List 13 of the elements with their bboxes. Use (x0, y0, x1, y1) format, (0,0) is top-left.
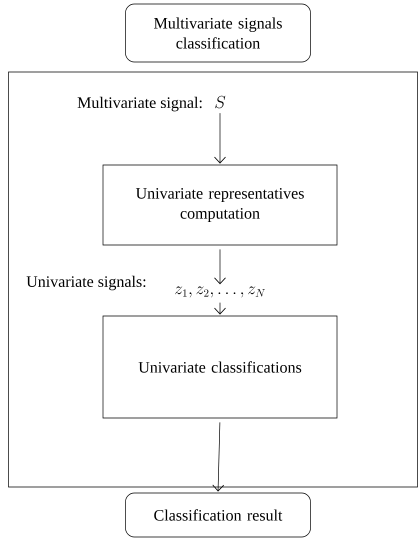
process-frame (8, 72, 418, 488)
arrow (214, 249, 226, 284)
process-box: Univariate representatives computation (102, 164, 338, 246)
result-box: Classification result (125, 492, 311, 538)
signal-list: $z_1, z_2, \ldots, z_N$ (175, 286, 265, 298)
signal-label: Multivariate signal: (78, 96, 202, 112)
arrow (214, 302, 226, 315)
signal-label: Univariate signals: (26, 276, 146, 290)
arrow (212, 422, 224, 492)
process-box: Univariate classifications (102, 316, 338, 418)
start-box: Multivariate signals classification (125, 4, 311, 62)
signal-symbol: $S$ (215, 96, 226, 108)
arrow (214, 112, 226, 164)
